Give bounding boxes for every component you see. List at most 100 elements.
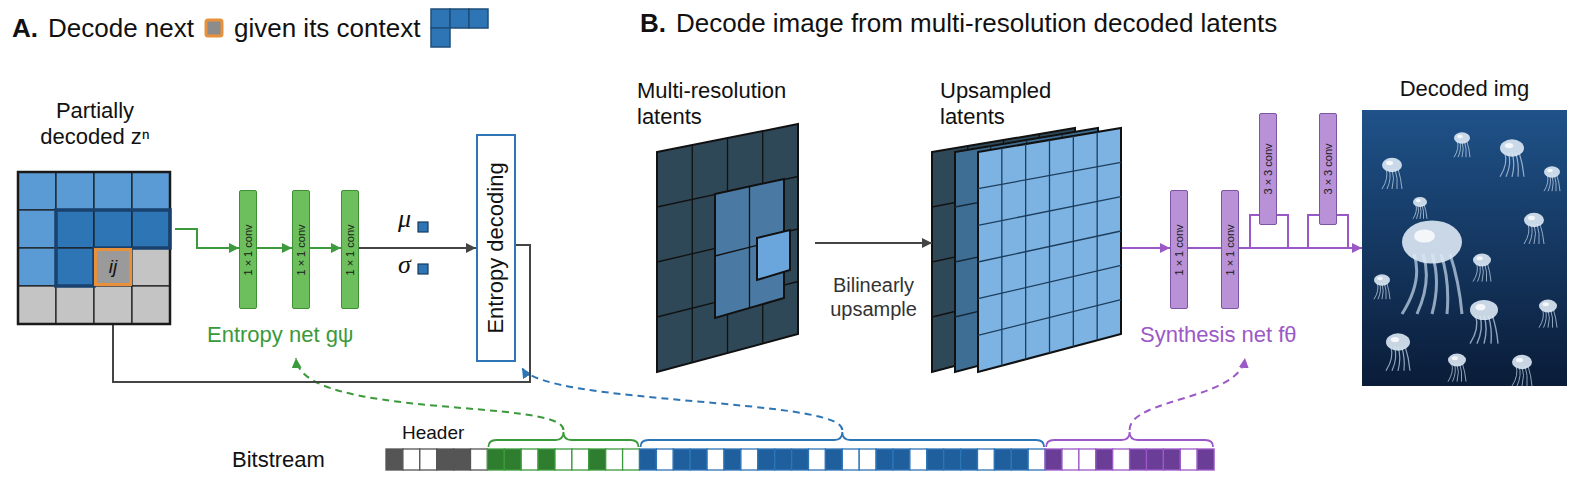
jellyfish-bell [1382,158,1402,172]
tentacle [1473,264,1477,282]
label-text: A. [12,13,38,44]
tentacle [1553,310,1557,328]
bit-cell [1096,449,1113,470]
context-cell-icon [450,9,469,28]
tentacle [1387,283,1390,299]
bit-cell [1147,449,1164,470]
latent-group: Multi-resolution latents [630,78,815,374]
label-text: B. [640,8,666,39]
grid-cell [94,248,132,286]
tentacle [1539,310,1543,328]
legend-icon [430,8,490,48]
jellyfish-highlight [1386,161,1393,165]
tentacle [1448,364,1452,382]
grid-line [978,231,1121,262]
tentacle [1500,153,1506,177]
node-text: 1 × 1 conv [295,224,307,275]
jellyfish-bell [1402,220,1462,263]
panel-title: A.Decode nextgiven its context [12,8,490,48]
bit-cell [1028,449,1045,470]
tentacle [1488,316,1491,344]
bit-cell [724,449,741,470]
bit-cell [471,449,488,470]
conv-layer: 1 × 1 conv [239,190,257,309]
bit-cell [572,449,589,470]
conv-layer: 3 × 3 conv [1319,113,1337,225]
jellyfish-highlight [1391,337,1399,342]
tentacle [1557,175,1560,191]
latent-plane [757,230,790,280]
bit-cell [403,449,420,470]
grid-cell [56,248,94,286]
grid-cell [94,172,132,210]
tentacle [1485,264,1487,282]
sea-background [1362,110,1567,386]
tentacle [1544,310,1547,328]
jellyfish-highlight [1416,199,1421,202]
jellyfish-bell [1512,355,1532,369]
bit-cell [437,449,454,470]
bit-cell [1011,449,1028,470]
latent-plane [657,124,798,372]
tentacle [1544,175,1548,191]
bit-cell [420,449,437,470]
tentacle [1387,169,1390,189]
bit-cell [386,449,403,470]
dashed-leader [1130,358,1245,430]
bit-cell [690,449,707,470]
jellyfish-bell [1473,254,1491,267]
tentacle [1424,205,1427,219]
tentacle [1382,169,1387,189]
current-cell: ij [94,248,132,286]
bit-cell [809,449,826,470]
tentacle [1525,366,1527,386]
tentacle [1487,264,1491,282]
tentacle [1528,366,1532,386]
context-cell-icon [431,28,450,47]
latent-grid: Partially decoded zⁿij [15,95,175,326]
tentacle [1464,141,1466,157]
jellyfish-bell [1386,333,1410,350]
grid-cell [94,286,132,324]
panel-title: B.Decode image from multi-resolution dec… [640,8,1277,39]
bit-cell [521,449,538,470]
grid-cell [132,210,170,248]
grid-cell [56,172,94,210]
label-text: μ [398,204,411,234]
node-text: Decoded img [1362,76,1567,102]
bit-cell [842,449,859,470]
tentacle [1402,254,1417,314]
tentacle [1392,347,1396,371]
connector [1277,215,1319,248]
context-outline [56,210,170,286]
conv-layer: 1 × 1 conv [341,190,359,309]
bit-cell [1079,449,1096,470]
skip-line [1308,247,1348,249]
context-cell-icon [469,9,488,28]
bit-cell [961,449,978,470]
label-text: Header [402,422,464,444]
tentacle [1386,347,1392,371]
segment-brace [1046,432,1213,447]
tentacle [1378,283,1381,299]
jellyfish-highlight [1547,169,1553,173]
grid-cell [94,210,132,248]
bit-cell [1130,449,1147,470]
bit-cell [555,449,572,470]
jellyfish-bell [1539,300,1557,313]
tentacle [1398,169,1402,189]
latent-plane [978,128,1121,372]
connector [310,247,341,249]
conv-layer: 3 × 3 conv [1259,113,1277,225]
node-text: 1 × 1 conv [1173,224,1185,275]
tentacle [1524,224,1529,244]
bit-cell [876,449,893,470]
node-text: 1 × 1 conv [344,224,356,275]
context-cell-icon [431,9,450,28]
jellyfish-highlight [1516,358,1523,362]
node-text: 3 × 3 conv [1262,143,1274,194]
jellyfish-highlight [1457,135,1463,139]
connector [359,247,476,249]
tentacle [1402,347,1405,371]
bit-cell [589,449,606,470]
